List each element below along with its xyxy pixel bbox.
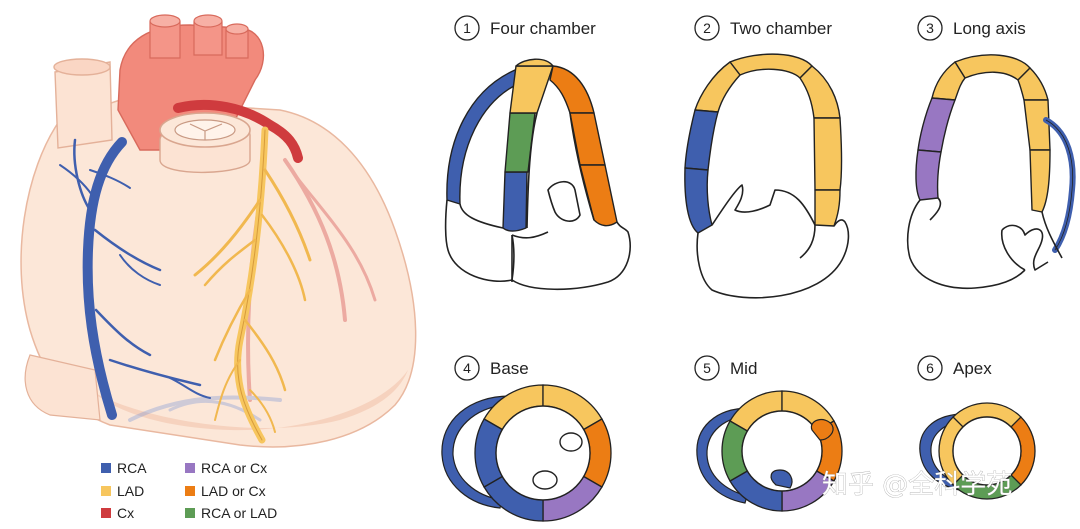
legend-label-cx: Cx	[117, 505, 134, 521]
inferior-basal	[684, 167, 713, 234]
apex-cap	[515, 58, 554, 67]
view-number: 6	[926, 360, 934, 376]
cx-artery	[173, 99, 303, 163]
atrium-aorta-outline	[906, 197, 1049, 290]
lateral-mid	[569, 112, 606, 166]
watermark: 知乎 @全科学苑	[822, 470, 1012, 500]
legend-swatch-rca-or-cx	[185, 463, 195, 473]
anterior-right-apical	[799, 65, 841, 119]
atria-outline	[444, 199, 631, 291]
mitral-leaflets	[711, 184, 816, 226]
legend-swatch-rca-or-lad	[185, 508, 195, 518]
anterior-right-mid	[813, 117, 843, 191]
lateral-apical	[549, 65, 595, 114]
view-number-badge	[454, 15, 480, 41]
legend-swatch-cx	[101, 508, 111, 518]
view-four-chamber: 1 Four chamber	[444, 15, 631, 291]
view-base: 4 Base	[441, 355, 612, 522]
view-two-chamber: 2 Two chamber	[684, 15, 850, 299]
view-number: 4	[463, 360, 471, 376]
legend: RCA LAD Cx RCA or Cx LAD or Cx RCA or LA…	[101, 460, 277, 521]
lv-cavity	[526, 112, 595, 229]
inferolateral-basal	[915, 149, 942, 201]
legend-swatch-lad	[101, 486, 111, 496]
view-number: 2	[703, 20, 711, 36]
heart-illustration	[20, 14, 417, 448]
view-number: 5	[703, 360, 711, 376]
view-number: 3	[926, 20, 934, 36]
papillary-muscle	[810, 418, 834, 441]
view-number-badge	[454, 355, 480, 381]
lv-cavity	[495, 405, 591, 501]
legend-label-lad: LAD	[117, 483, 144, 499]
anterior-apical	[694, 61, 741, 113]
view-number-badge	[694, 15, 720, 41]
view-label: Four chamber	[490, 19, 596, 38]
septum-apical	[509, 65, 554, 114]
view-number-badge	[917, 15, 943, 41]
papillary-muscle	[532, 470, 558, 490]
legend-label-rca: RCA	[117, 460, 147, 476]
septum-basal	[502, 171, 528, 232]
heart-body	[20, 99, 417, 448]
anteroseptal-basal	[1029, 149, 1051, 213]
ring-segments	[474, 384, 612, 522]
view-number-badge	[917, 355, 943, 381]
view-label: Base	[490, 359, 529, 378]
legend-label-rca-or-lad: RCA or LAD	[201, 505, 277, 521]
view-label: Two chamber	[730, 19, 832, 38]
atrium-outline	[696, 219, 850, 299]
legend-label-rca-or-cx: RCA or Cx	[201, 460, 267, 476]
lad-artery	[193, 126, 312, 444]
lv-cavity	[741, 410, 823, 492]
view-label: Long axis	[953, 19, 1026, 38]
view-long-axis: 3 Long axis	[906, 15, 1076, 290]
inferolateral-mid	[917, 97, 956, 153]
lv-cavity	[952, 416, 1022, 486]
legend-swatch-lad-or-cx	[185, 486, 195, 496]
rv-crescent	[441, 395, 512, 509]
lateral-basal	[579, 164, 618, 227]
legend-label-lad-or-cx: LAD or Cx	[201, 483, 266, 499]
view-mid: 5 Mid	[694, 355, 843, 512]
papillary-muscle	[559, 432, 583, 452]
anteroseptal-mid	[1023, 99, 1051, 151]
anterior-right-basal	[814, 189, 841, 227]
view-number: 1	[463, 20, 471, 36]
view-label: Apex	[953, 359, 992, 378]
inferior-mid	[684, 109, 719, 171]
rca-artery	[59, 137, 211, 420]
view-apex: 6 Apex	[917, 355, 1036, 500]
apical-cap	[954, 54, 1031, 81]
ring-segments	[938, 402, 1036, 500]
view-label: Mid	[730, 359, 757, 378]
apical-cap	[729, 53, 813, 79]
papillary-muscle	[770, 469, 793, 489]
mitral-leaflets	[547, 180, 581, 222]
legend-swatch-rca	[101, 463, 111, 473]
view-number-badge	[694, 355, 720, 381]
